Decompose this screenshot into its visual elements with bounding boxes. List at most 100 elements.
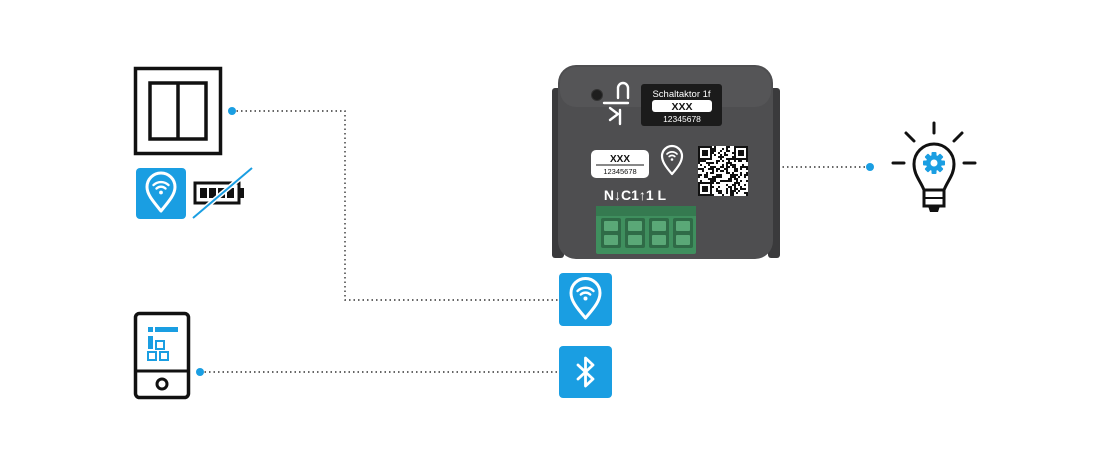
qr-module [730, 158, 732, 160]
qr-module [702, 152, 704, 154]
qr-module [712, 148, 714, 150]
connector-lines [200, 110, 868, 373]
qr-module [702, 170, 704, 172]
qr-module [732, 152, 734, 154]
qr-module [702, 194, 704, 196]
qr-module [706, 158, 708, 160]
qr-module [710, 156, 712, 158]
qr-module [704, 176, 706, 178]
qr-module [734, 152, 736, 154]
qr-module [718, 156, 720, 158]
qr-module [704, 160, 706, 162]
qr-module [732, 176, 734, 178]
qr-module [716, 188, 718, 190]
qr-module [734, 174, 736, 176]
qr-module [706, 186, 708, 188]
qr-module [712, 182, 714, 184]
qr-module [706, 182, 708, 184]
qr-module [704, 150, 706, 152]
qr-module [740, 166, 742, 168]
qr-module [734, 170, 736, 172]
qr-module [746, 160, 748, 162]
qr-module [710, 186, 712, 188]
qr-module [746, 174, 748, 176]
qr-module [722, 170, 724, 172]
qr-module [720, 166, 722, 168]
qr-module [712, 176, 714, 178]
qr-module [708, 194, 710, 196]
qr-module [700, 164, 702, 166]
qr-module [718, 168, 720, 170]
qr-module [734, 146, 736, 148]
qr-module [702, 186, 704, 188]
switch-to-radio-connector [232, 110, 558, 301]
qr-module [730, 174, 732, 176]
qr-module [700, 174, 702, 176]
qr-module [710, 194, 712, 196]
qr-module [716, 176, 718, 178]
qr-module [712, 166, 714, 168]
qr-module [740, 188, 742, 190]
qr-module [728, 186, 730, 188]
qr-module [724, 168, 726, 170]
qr-module [726, 180, 728, 182]
qr-module [744, 184, 746, 186]
qr-module [716, 190, 718, 192]
qr-module [730, 180, 732, 182]
qr-module [734, 166, 736, 168]
qr-module [726, 192, 728, 194]
qr-module [712, 186, 714, 188]
qr-module [704, 190, 706, 192]
qr-module [746, 152, 748, 154]
qr-module [722, 194, 724, 196]
wireless-location-pin-icon [660, 144, 684, 176]
qr-module [728, 172, 730, 174]
qr-module [744, 158, 746, 160]
qr-module [736, 174, 738, 176]
qr-module [744, 192, 746, 194]
qr-module [712, 168, 714, 170]
qr-module [746, 156, 748, 158]
qr-module [700, 180, 702, 182]
qr-module [704, 166, 706, 168]
qr-module [742, 150, 744, 152]
qr-module [746, 172, 748, 174]
qr-module [738, 190, 740, 192]
wireless-location-pin-icon [136, 168, 186, 219]
qr-module [704, 182, 706, 184]
qr-module [700, 194, 702, 196]
qr-module [702, 168, 704, 170]
qr-module [708, 162, 710, 164]
qr-module [734, 182, 736, 184]
qr-module [710, 154, 712, 156]
qr-module [728, 160, 730, 162]
qr-module [726, 146, 728, 148]
qr-module [726, 158, 728, 160]
qr-module [698, 148, 700, 150]
qr-module [698, 174, 700, 176]
qr-module [704, 174, 706, 176]
qr-module [698, 150, 700, 152]
qr-module [698, 192, 700, 194]
qr-module [708, 178, 710, 180]
qr-module [746, 154, 748, 156]
qr-module [728, 146, 730, 148]
qr-module [732, 192, 734, 194]
brand-logo-icon [602, 81, 630, 126]
terminal-block [596, 206, 696, 254]
qr-module [722, 166, 724, 168]
qr-module [698, 184, 700, 186]
qr-module [708, 182, 710, 184]
qr-module [726, 172, 728, 174]
qr-module [712, 170, 714, 172]
qr-module [738, 184, 740, 186]
qr-module [712, 178, 714, 180]
qr-module [710, 190, 712, 192]
qr-module [698, 176, 700, 178]
side-label-box [591, 150, 649, 178]
qr-module [698, 154, 700, 156]
qr-module [720, 180, 722, 182]
qr-module [738, 182, 740, 184]
qr-module [698, 162, 700, 164]
